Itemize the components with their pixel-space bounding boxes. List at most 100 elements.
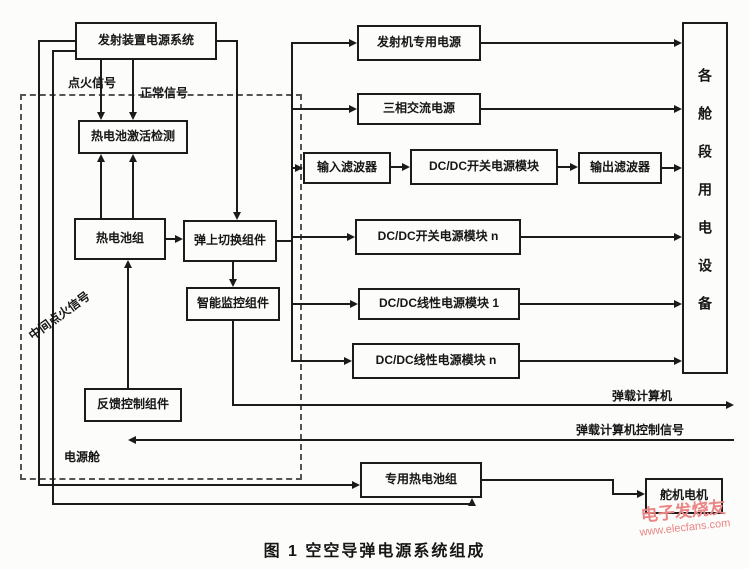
node-battery-activation-detect-label: 热电池激活检测 bbox=[90, 129, 175, 144]
connector bbox=[291, 108, 349, 110]
arrow-right-icon bbox=[349, 39, 357, 47]
node-cabin-equipment-label: 各舱段用电设备 bbox=[697, 67, 714, 334]
arrow-right-icon bbox=[674, 300, 682, 308]
node-switch-assembly: 弹上切换组件 bbox=[183, 220, 277, 262]
dashed-region-power-cabin bbox=[20, 94, 302, 480]
label-ignition-signal: 点火信号 bbox=[68, 76, 117, 90]
node-dedicated-battery-label: 专用热电池组 bbox=[384, 472, 457, 487]
arrow-right-icon bbox=[349, 105, 357, 113]
node-dcdc-switch-module: DC/DC开关电源模块 bbox=[410, 149, 558, 185]
node-three-phase-ac: 三相交流电源 bbox=[357, 93, 481, 125]
connector bbox=[232, 404, 726, 406]
node-output-filter: 输出滤波器 bbox=[578, 152, 662, 184]
node-three-phase-ac-label: 三相交流电源 bbox=[382, 101, 455, 116]
connector bbox=[232, 262, 234, 280]
arrow-up-icon bbox=[97, 154, 105, 162]
connector bbox=[481, 108, 675, 110]
node-dedicated-battery: 专用热电池组 bbox=[360, 462, 482, 498]
node-dcdc-linear-module-1: DC/DC线性电源模块 1 bbox=[358, 288, 520, 320]
connector bbox=[127, 268, 129, 388]
connector bbox=[136, 439, 734, 441]
arrow-down-icon bbox=[129, 112, 137, 120]
arrow-up-icon bbox=[124, 260, 132, 268]
node-dcdc-switch-module-label: DC/DC开关电源模块 bbox=[429, 159, 539, 174]
node-launcher-power: 发射装置电源系统 bbox=[75, 22, 217, 60]
arrow-down-icon bbox=[229, 279, 237, 287]
connector bbox=[291, 42, 293, 362]
connector bbox=[291, 360, 344, 362]
label-missile-computer: 弹载计算机 bbox=[612, 389, 673, 403]
node-smart-monitor-label: 智能监控组件 bbox=[196, 296, 269, 311]
connector bbox=[612, 493, 638, 495]
watermark: 电子发烧友 www.elecfans.com bbox=[623, 496, 746, 542]
connector bbox=[291, 236, 347, 238]
node-transmitter-power-label: 发射机专用电源 bbox=[376, 35, 461, 50]
connector bbox=[482, 479, 614, 481]
connector bbox=[38, 40, 40, 486]
connector bbox=[291, 42, 349, 44]
connector bbox=[391, 166, 403, 168]
arrow-right-icon bbox=[674, 357, 682, 365]
arrow-right-icon bbox=[674, 233, 682, 241]
connector bbox=[662, 167, 675, 169]
arrow-right-icon bbox=[175, 235, 183, 243]
arrow-right-icon bbox=[637, 490, 645, 498]
label-normal-signal: 正常信号 bbox=[140, 86, 189, 100]
node-smart-monitor: 智能监控组件 bbox=[186, 287, 280, 321]
node-feedback-control: 反馈控制组件 bbox=[84, 388, 182, 422]
arrow-up-icon bbox=[129, 154, 137, 162]
connector bbox=[166, 238, 177, 240]
connector bbox=[291, 167, 296, 169]
connector bbox=[100, 161, 102, 218]
connector bbox=[52, 50, 75, 52]
connector bbox=[291, 303, 350, 305]
node-servo-motor-label: 舵机电机 bbox=[659, 488, 708, 503]
arrow-right-icon bbox=[402, 163, 410, 171]
label-missile-computer-control: 弹载计算机控制信号 bbox=[576, 423, 685, 437]
connector bbox=[100, 60, 102, 114]
connector bbox=[132, 161, 134, 218]
node-servo-motor: 舵机电机 bbox=[645, 478, 723, 514]
arrow-left-icon bbox=[128, 436, 136, 444]
label-power-cabin: 电源舱 bbox=[64, 450, 101, 464]
arrow-right-icon bbox=[350, 300, 358, 308]
connector bbox=[236, 40, 238, 213]
node-battery-activation-detect: 热电池激活检测 bbox=[78, 120, 188, 154]
node-transmitter-power: 发射机专用电源 bbox=[357, 25, 481, 61]
connector bbox=[558, 166, 571, 168]
connector bbox=[38, 484, 352, 486]
connector bbox=[52, 503, 473, 505]
arrow-right-icon bbox=[674, 39, 682, 47]
node-switch-assembly-label: 弹上切换组件 bbox=[193, 233, 266, 248]
connector bbox=[52, 50, 54, 505]
node-feedback-control-label: 反馈控制组件 bbox=[96, 397, 169, 412]
connector bbox=[217, 40, 238, 42]
arrow-right-icon bbox=[726, 401, 734, 409]
node-dcdc-linear-module-n-label: DC/DC线性电源模块 n bbox=[375, 353, 497, 368]
arrow-right-icon bbox=[570, 163, 578, 171]
node-dcdc-linear-module-n: DC/DC线性电源模块 n bbox=[352, 343, 520, 379]
arrow-right-icon bbox=[295, 164, 303, 172]
arrow-down-icon bbox=[97, 112, 105, 120]
arrow-right-icon bbox=[674, 164, 682, 172]
arrow-right-icon bbox=[347, 233, 355, 241]
arrow-right-icon bbox=[352, 481, 360, 489]
connector bbox=[481, 42, 675, 44]
node-input-filter: 输入滤波器 bbox=[303, 152, 391, 184]
connector bbox=[132, 60, 134, 114]
node-output-filter-label: 输出滤波器 bbox=[589, 160, 650, 175]
arrow-up-icon bbox=[468, 498, 476, 506]
arrow-right-icon bbox=[674, 105, 682, 113]
connector bbox=[38, 40, 75, 42]
node-dcdc-switch-module-n: DC/DC开关电源模块 n bbox=[355, 219, 521, 255]
node-launcher-power-label: 发射装置电源系统 bbox=[97, 33, 194, 48]
figure-caption: 图 1 空空导弹电源系统组成 bbox=[263, 543, 486, 560]
node-thermal-battery: 热电池组 bbox=[74, 218, 166, 260]
connector bbox=[232, 321, 234, 406]
node-dcdc-switch-module-n-label: DC/DC开关电源模块 n bbox=[377, 229, 499, 244]
connector bbox=[612, 479, 614, 495]
node-dcdc-linear-module-1-label: DC/DC线性电源模块 1 bbox=[378, 296, 499, 311]
arrow-down-icon bbox=[233, 212, 241, 220]
connector bbox=[520, 360, 675, 362]
